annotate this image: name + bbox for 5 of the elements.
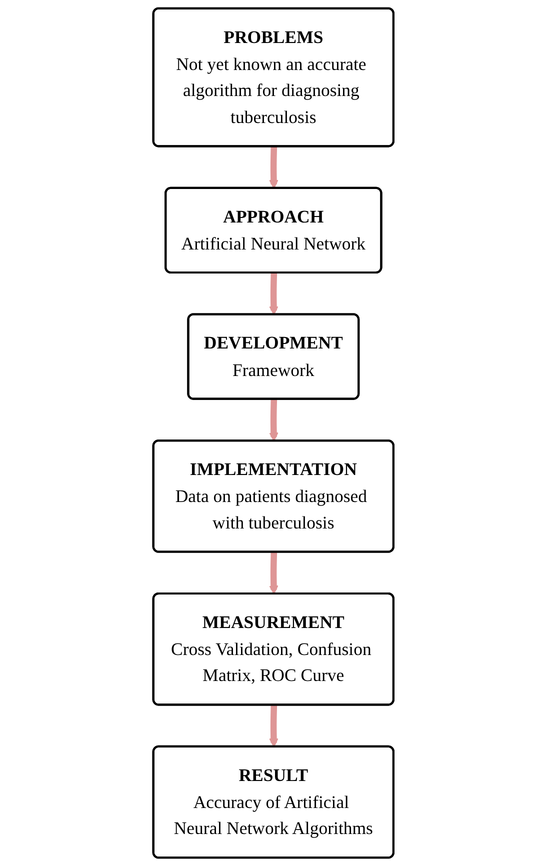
arrow: [268, 146, 278, 189]
arrow: [268, 552, 278, 594]
arrow: [268, 399, 278, 442]
arrow: [268, 705, 278, 748]
arrow: [268, 272, 278, 316]
